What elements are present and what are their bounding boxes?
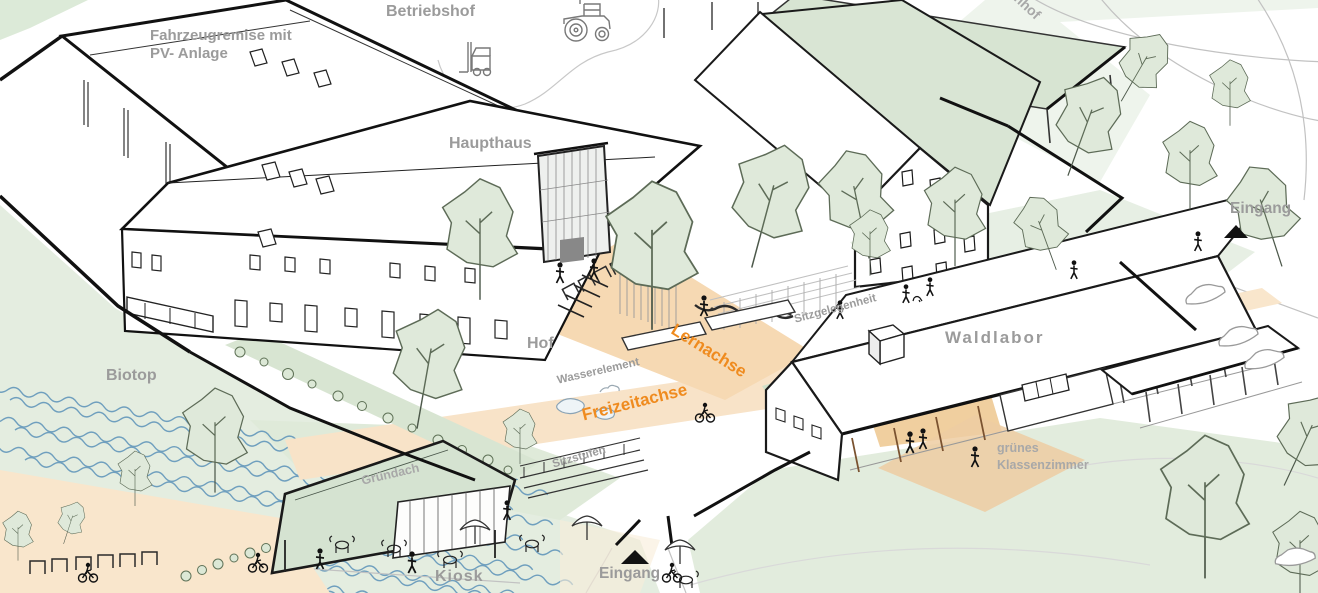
wasserelement-ponds	[556, 384, 620, 420]
tractor-icon	[563, 0, 611, 42]
label-kiosk: Kiosk	[435, 568, 484, 585]
label-waldlabor: Waldlabor	[945, 328, 1045, 347]
site-boundary	[0, 96, 1198, 547]
embankment	[180, 332, 540, 582]
entrance-triangle-icon	[1224, 225, 1248, 238]
kiosk-building	[270, 439, 517, 575]
bike-racks	[29, 256, 628, 574]
dog-icon	[912, 295, 923, 303]
sitzstufen-deck	[519, 437, 649, 499]
label-hof: Hof	[527, 335, 554, 352]
label-biotop: Biotop	[106, 367, 157, 384]
entrance-triangle-icon	[621, 550, 649, 564]
people	[77, 230, 1203, 583]
label-gruenes-klassenzimmer: grünes Klassenzimmer	[997, 441, 1089, 472]
lernachse-structures	[557, 262, 861, 351]
label-haupthaus: Haupthaus	[449, 135, 532, 152]
label-eingang-sued: Eingang	[599, 565, 661, 582]
forklift-icon	[459, 42, 492, 77]
cyclist-icon	[661, 562, 683, 583]
label-eingang-ost: Eingang	[1230, 200, 1292, 217]
label-betriebshof: Betriebshof	[386, 3, 475, 20]
label-fahrzeugremise: Fahrzeugremise mit PV- Anlage	[150, 27, 292, 62]
